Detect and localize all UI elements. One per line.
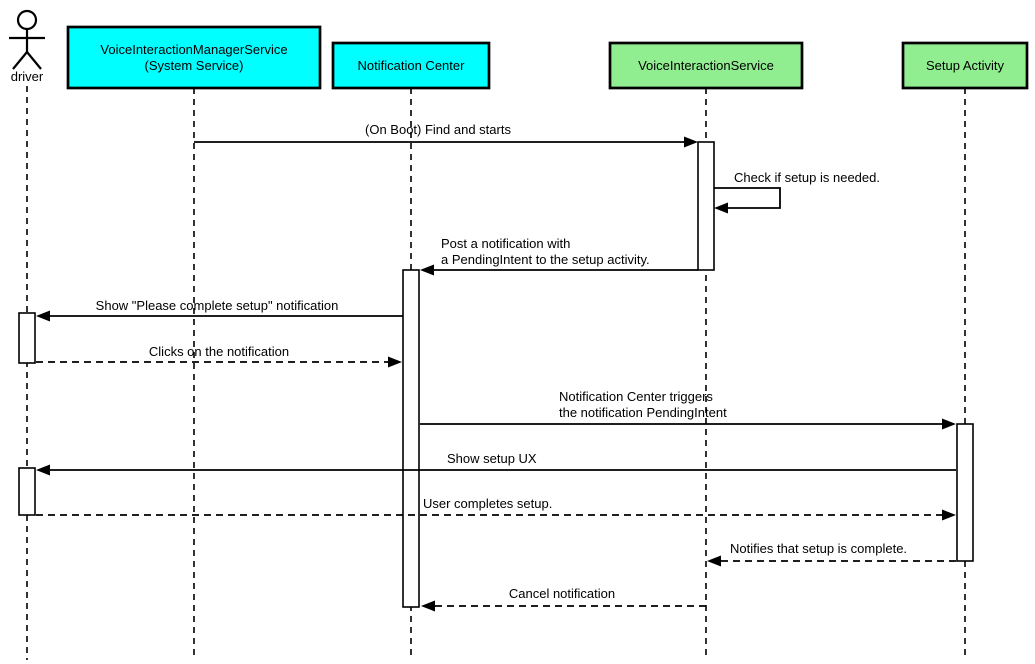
self-message-line [714, 187, 781, 209]
message-label: User completes setup. [423, 496, 552, 511]
message-clicks-on-the-notification: Clicks on the notification [36, 344, 402, 368]
participant-label: VoiceInteractionService [638, 58, 774, 73]
participant-notification-center: Notification Center [331, 41, 491, 90]
participant-label: Notification Center [358, 58, 466, 73]
message-label: (On Boot) Find and starts [365, 122, 511, 137]
participant-box-voice-interaction-manager-service [66, 25, 322, 90]
actor-label: driver [11, 69, 44, 84]
message-show-setup-ux: Show setup UX [36, 451, 956, 476]
arrowhead-icon [420, 264, 434, 276]
activation-bar-notification-center [402, 269, 420, 608]
message-label: Clicks on the notification [149, 344, 289, 359]
participant-driver: driver [9, 9, 45, 84]
message-label: Cancel notification [509, 586, 615, 601]
message-notifies-that-setup-is-complete: Notifies that setup is complete. [707, 541, 956, 567]
message-label: Notifies that setup is complete. [730, 541, 907, 556]
activation-bar-driver [18, 467, 36, 516]
arrowhead-icon [36, 464, 50, 476]
activation-bar-voice-interaction-service [697, 141, 715, 271]
actor-figure-icon [9, 9, 45, 70]
activation-bar-setup-activity [956, 423, 974, 562]
arrowhead-icon [707, 555, 721, 567]
message-user-completes-setup: User completes setup. [36, 496, 956, 521]
message-label: Check if setup is needed. [734, 170, 880, 185]
arrowhead-icon [388, 356, 402, 368]
message-cancel-notification: Cancel notification [421, 586, 706, 612]
participant-label: VoiceInteractionManagerService(System Se… [100, 42, 287, 73]
participant-setup-activity: Setup Activity [901, 41, 1029, 90]
arrowhead-icon [714, 202, 728, 214]
participant-box-notification-center [331, 41, 491, 90]
activation-bar-driver [18, 312, 36, 364]
arrowhead-icon [684, 136, 698, 148]
message-label: Show "Please complete setup" notificatio… [96, 298, 339, 313]
message-label: Show setup UX [447, 451, 537, 466]
participant-label: Setup Activity [926, 58, 1005, 73]
message-check-if-setup-is-needed: Check if setup is needed. [714, 170, 880, 214]
message-on-boot-find-and-starts: (On Boot) Find and starts [194, 122, 698, 148]
participant-voice-interaction-manager-service: VoiceInteractionManagerService(System Se… [66, 25, 322, 90]
arrowhead-icon [942, 418, 956, 430]
arrowhead-icon [36, 310, 50, 322]
arrowhead-icon [421, 600, 435, 612]
message-show-please-complete-setup-notification: Show "Please complete setup" notificatio… [36, 298, 403, 322]
participant-voice-interaction-service: VoiceInteractionService [608, 41, 804, 90]
participant-box-voice-interaction-service [608, 41, 804, 90]
arrowhead-icon [942, 509, 956, 521]
participant-box-setup-activity [901, 41, 1029, 90]
